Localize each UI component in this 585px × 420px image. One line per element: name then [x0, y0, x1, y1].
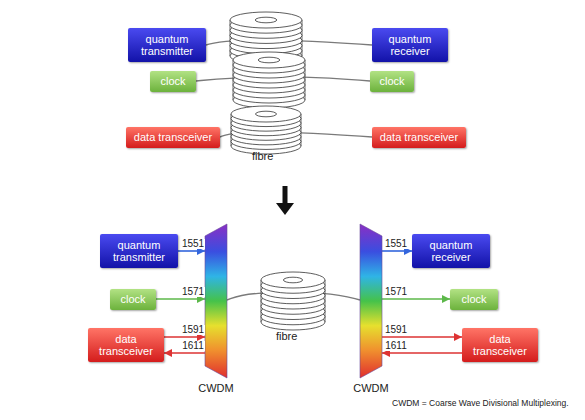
clock-box: clock — [450, 289, 498, 310]
data-transceiver-box: data transceiver — [126, 127, 220, 148]
clock-box: clock — [110, 289, 156, 310]
cwdm-prism: CWDM — [360, 224, 382, 378]
caption: CWDM = Coarse Wave Divisional Multiplexi… — [392, 398, 569, 408]
node-label: data transceiver — [466, 333, 534, 357]
wavelength-label: 1551 — [384, 239, 408, 249]
wavelength-label: 1611 — [181, 341, 205, 351]
node-label: quantum transmitter — [132, 33, 202, 57]
wavelength-label: 1591 — [384, 325, 408, 335]
clock-box: clock — [370, 71, 414, 92]
node-label: clock — [461, 293, 486, 305]
fibre-spools — [230, 12, 325, 330]
node-label: clock — [160, 75, 185, 87]
prism-shape — [360, 224, 382, 378]
data-transceiver-box: data transceiver — [88, 328, 164, 362]
node-label: data transceiver — [134, 131, 212, 143]
wavelength-label: 1551 — [181, 239, 205, 249]
quantum-receiver-box: quantum receiver — [372, 28, 448, 62]
wavelength-label: 1591 — [181, 325, 205, 335]
data-transceiver-box: data transceiver — [462, 328, 538, 362]
fibre-label: fibre — [252, 150, 273, 162]
fibre-spool — [261, 272, 325, 330]
quantum-receiver-box: quantum receiver — [412, 234, 490, 268]
wavelength-arrow — [382, 336, 462, 338]
node-label: quantum transmitter — [104, 239, 174, 263]
node-label: clock — [379, 75, 404, 87]
wavelength-arrow — [164, 352, 205, 354]
wavelength-arrow — [178, 250, 205, 252]
fibre-spool — [233, 52, 305, 108]
fibre-spool — [231, 106, 301, 154]
quantum-transmitter-box: quantum transmitter — [128, 28, 206, 62]
node-label: quantum receiver — [376, 33, 444, 57]
node-label: data transceiver — [380, 131, 458, 143]
wavelength-label: 1571 — [384, 287, 408, 297]
cwdm-label: CWDM — [198, 382, 233, 394]
node-label: quantum receiver — [416, 239, 486, 263]
cwdm-label: CWDM — [353, 382, 388, 394]
node-label: clock — [120, 293, 145, 305]
wavelength-arrow — [382, 250, 412, 252]
node-label: data transceiver — [92, 333, 160, 357]
data-transceiver-box: data transceiver — [372, 127, 466, 148]
wavelength-arrow — [382, 298, 450, 300]
wavelength-label: 1571 — [181, 287, 205, 297]
clock-box: clock — [150, 71, 196, 92]
cwdm-prism: CWDM — [205, 224, 227, 378]
wavelength-arrow — [164, 336, 205, 338]
fibre-label: fibre — [276, 330, 297, 342]
wavelength-arrow — [382, 352, 462, 354]
down-arrow — [276, 186, 294, 215]
quantum-transmitter-box: quantum transmitter — [100, 234, 178, 268]
wavelength-arrow — [156, 298, 205, 300]
wavelength-label: 1611 — [384, 341, 408, 351]
prism-shape — [205, 224, 227, 378]
